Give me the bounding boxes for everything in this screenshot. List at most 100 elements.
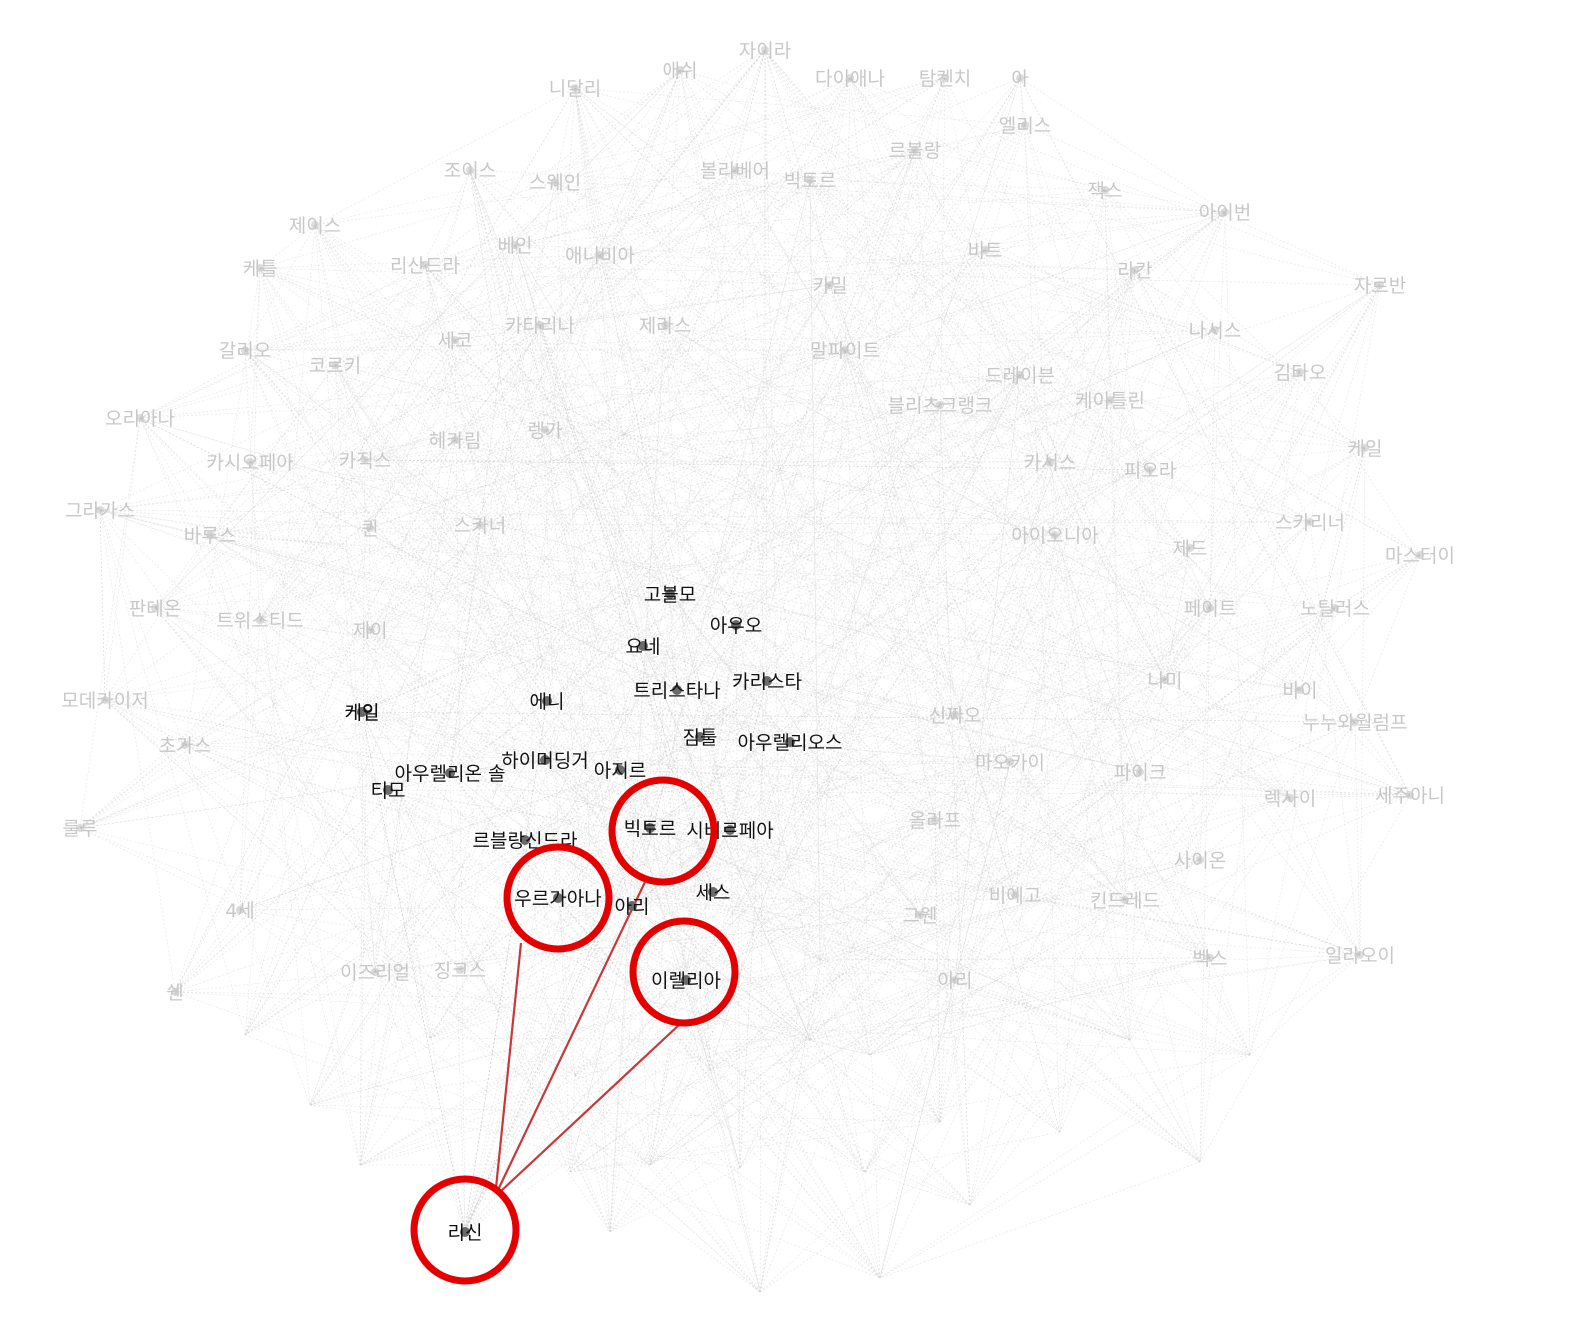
- graph-edge: [359, 339, 456, 1166]
- graph-edge: [649, 827, 871, 1056]
- graph-edge: [464, 680, 768, 1231]
- graph-edge: [99, 509, 176, 993]
- graph-node: [460, 1227, 470, 1237]
- graph-edge: [1249, 954, 1361, 1056]
- graph-edge: [759, 959, 821, 1293]
- graph-edge: [469, 169, 548, 702]
- node-label: 볼리베어: [700, 160, 770, 182]
- graph-edge: [449, 124, 1026, 774]
- graph-edge: [309, 679, 1166, 1106]
- node-label: 이렐리아: [651, 970, 721, 992]
- node-label: 세스: [696, 882, 731, 904]
- node-label: 블리츠크랭크: [888, 395, 993, 417]
- graph-edge: [209, 534, 1061, 1133]
- graph-edge: [104, 699, 761, 1293]
- graph-edge: [369, 149, 916, 631]
- graph-edge: [546, 624, 737, 702]
- graph-edge: [79, 469, 1151, 829]
- graph-edge: [609, 905, 633, 1233]
- graph-edge: [154, 607, 461, 971]
- node-label: 사이온: [1174, 850, 1226, 872]
- node-label: 나서스: [1189, 320, 1241, 342]
- node-label: 빅토르: [624, 818, 676, 840]
- graph-edge: [574, 1074, 761, 1293]
- graph-node: [311, 221, 319, 229]
- graph-edge: [1149, 447, 1366, 471]
- graph-edge: [1109, 399, 1151, 471]
- graph-edge: [539, 324, 761, 1293]
- node-label: 올라프: [909, 810, 961, 832]
- graph-edge: [709, 957, 1211, 1071]
- node-label: 요네: [626, 636, 661, 658]
- graph-edge: [244, 349, 651, 829]
- graph-node: [241, 346, 249, 354]
- graph-edge: [459, 679, 1166, 971]
- graph-edge: [844, 349, 881, 1279]
- graph-edge: [809, 179, 1151, 471]
- graph-edge: [819, 521, 1311, 961]
- node-label: 벡스: [1193, 948, 1228, 970]
- graph-edge: [849, 77, 971, 1206]
- graph-edge: [649, 979, 956, 1166]
- graph-edge: [239, 909, 761, 1293]
- graph-edge: [1164, 284, 1381, 681]
- node-label: 자이라: [739, 40, 791, 62]
- graph-edge: [184, 169, 471, 746]
- graph-edge: [314, 224, 366, 461]
- node-label: 아우오: [710, 615, 762, 637]
- graph-node: [451, 336, 459, 344]
- graph-edge: [244, 77, 851, 351]
- graph-edge: [449, 181, 556, 774]
- graph-edge: [984, 249, 1301, 373]
- graph-edge: [314, 224, 376, 973]
- graph-node: [451, 436, 459, 444]
- graph-edge: [569, 374, 1021, 1173]
- graph-edge: [449, 624, 737, 774]
- graph-edge: [334, 364, 1056, 536]
- graph-node: [76, 824, 84, 832]
- graph-node: [571, 84, 579, 92]
- graph-edge: [1199, 211, 1226, 861]
- graph-edge: [664, 324, 936, 821]
- graph-node: [1011, 891, 1019, 899]
- graph-edge: [844, 349, 1061, 1133]
- graph-edge: [809, 399, 1111, 1041]
- graph-edge: [789, 374, 1021, 743]
- graph-edge: [734, 169, 1226, 213]
- graph-edge: [424, 264, 1381, 286]
- graph-edge: [139, 264, 426, 419]
- graph-edge: [649, 827, 761, 1293]
- graph-node: [357, 707, 367, 717]
- node-label: 하이머딩거: [501, 750, 588, 772]
- node-label: 제라스: [639, 315, 691, 337]
- graph-edge: [309, 736, 701, 1106]
- graph-edge: [789, 741, 811, 1041]
- graph-edge: [619, 769, 741, 1169]
- graph-edge: [676, 689, 1201, 1163]
- graph-edge: [259, 619, 871, 1056]
- graph-edge: [154, 69, 681, 609]
- graph-edge: [649, 534, 1056, 829]
- graph-edge: [387, 789, 466, 1231]
- graph-edge: [1149, 469, 1201, 861]
- graph-edge: [1019, 77, 1356, 723]
- graph-edge: [764, 49, 1361, 956]
- graph-edge: [679, 69, 941, 1123]
- graph-edge: [649, 827, 1131, 1041]
- graph-edge: [789, 741, 1361, 956]
- graph-edge: [642, 645, 678, 691]
- graph-edge: [664, 324, 1126, 901]
- graph-edge: [1104, 189, 1131, 1041]
- graph-edge: [244, 349, 1211, 609]
- graph-edge: [844, 349, 1201, 861]
- graph-edge: [669, 593, 687, 981]
- graph-edge: [829, 284, 1361, 956]
- node-label: 그라가스: [65, 500, 135, 522]
- graph-edge: [369, 629, 971, 1206]
- graph-node: [596, 251, 604, 259]
- graph-edge: [779, 879, 1061, 1133]
- graph-node: [1211, 326, 1219, 334]
- graph-edge: [574, 87, 687, 981]
- graph-edge: [374, 971, 941, 1123]
- graph-edge: [1209, 607, 1356, 723]
